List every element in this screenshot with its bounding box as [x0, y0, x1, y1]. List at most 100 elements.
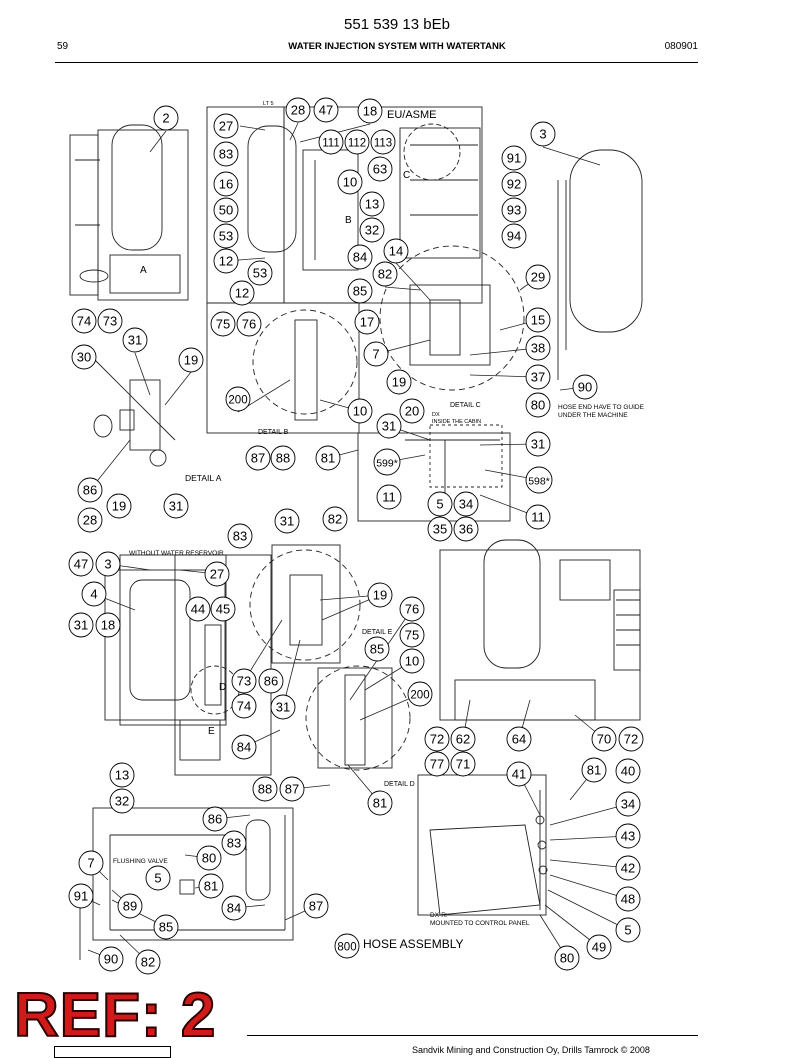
- drawing-labels: EU/ASME LT 5 DETAIL A DETAIL B DETAIL C …: [113, 101, 645, 951]
- callout-circle: [77, 507, 103, 533]
- callout-circle: [77, 477, 103, 503]
- callout-36: 36: [453, 516, 479, 542]
- callout-74: 74: [71, 308, 97, 334]
- callout-27: 27: [204, 561, 230, 587]
- leader-line: [384, 286, 421, 291]
- callout-number: 27: [219, 119, 233, 134]
- callout-circle: [95, 612, 121, 638]
- callout-number: 113: [374, 138, 392, 150]
- callout-circle: [318, 129, 344, 155]
- callout-number: 38: [531, 341, 545, 356]
- callout-number: 92: [507, 177, 521, 192]
- callout-number: 4: [90, 587, 97, 602]
- callout-number: 90: [104, 952, 118, 967]
- callout-number: 75: [216, 317, 230, 332]
- callout-number: 93: [507, 203, 521, 218]
- leader-line: [164, 371, 192, 406]
- callout-circle: [210, 311, 236, 337]
- leader-line: [549, 803, 629, 826]
- callout-41: 41: [506, 761, 532, 787]
- callout-circle: [231, 693, 257, 719]
- callout-circle: [344, 129, 370, 155]
- callout-5: 5: [615, 917, 641, 943]
- callout-42: 42: [615, 855, 641, 881]
- callout-circle: [525, 392, 551, 418]
- callout-number: 12: [235, 286, 249, 301]
- callout-circle: [501, 197, 527, 223]
- callout-number: 28: [83, 513, 97, 528]
- callout-11: 11: [525, 504, 551, 530]
- callout-7: 7: [78, 850, 104, 876]
- callout-number: 31: [276, 700, 290, 715]
- letter-c: C: [403, 170, 410, 181]
- callout-circle: [453, 516, 479, 542]
- callout-circle: [615, 758, 641, 784]
- callout-18: 18: [95, 612, 121, 638]
- callout-number: 31: [169, 499, 183, 514]
- callout-83: 83: [213, 141, 239, 167]
- callout-113: 113: [370, 129, 396, 155]
- letter-a: A: [140, 265, 147, 276]
- callout-31: 31: [274, 508, 300, 534]
- callout-80: 80: [554, 945, 580, 971]
- callout-number: 11: [382, 490, 396, 505]
- callout-74: 74: [231, 693, 257, 719]
- callout-number: 87: [309, 899, 323, 914]
- callout-32: 32: [359, 217, 385, 243]
- callout-31: 31: [163, 493, 189, 519]
- detail-c-label: DETAIL C: [450, 402, 481, 409]
- letter-d: D: [219, 682, 226, 693]
- callout-number: 71: [456, 757, 470, 772]
- callout-circle: [68, 612, 94, 638]
- callout-circle: [359, 217, 385, 243]
- callout-2: 2: [153, 105, 179, 131]
- callout-number: 31: [74, 618, 88, 633]
- callout-circle: [506, 761, 532, 787]
- callout-number: 10: [353, 404, 367, 419]
- callout-91: 91: [501, 145, 527, 171]
- callout-circle: [122, 327, 148, 353]
- callout-87: 87: [303, 893, 329, 919]
- callout-circle: [586, 934, 612, 960]
- callout-number: 75: [405, 628, 419, 643]
- callout-number: 91: [507, 151, 521, 166]
- callout-circle: [367, 156, 393, 182]
- callout-62: 62: [450, 726, 476, 752]
- callout-111: 111: [318, 129, 344, 155]
- footer-copyright: Sandvik Mining and Construction Oy, Dril…: [412, 1045, 650, 1055]
- callout-83: 83: [227, 523, 253, 549]
- callout-86: 86: [202, 806, 228, 832]
- callout-number: 85: [159, 920, 173, 935]
- leader-line: [549, 835, 629, 841]
- callout-circle: [252, 776, 278, 802]
- callout-number: 14: [389, 244, 403, 259]
- callout-40: 40: [615, 758, 641, 784]
- callout-85: 85: [153, 914, 179, 940]
- callout-number: 76: [242, 317, 256, 332]
- callout-circle: [450, 726, 476, 752]
- callout-3: 3: [95, 551, 121, 577]
- callout-circle: [373, 448, 401, 476]
- callout-number: 91: [74, 889, 88, 904]
- callout-circle: [347, 278, 373, 304]
- callout-circle: [376, 484, 402, 510]
- callout-circle: [615, 917, 641, 943]
- callout-number: 31: [128, 333, 142, 348]
- callout-circle: [525, 335, 551, 361]
- callout-circle: [357, 98, 383, 124]
- callout-63: 63: [367, 156, 393, 182]
- callout-number: 19: [392, 375, 406, 390]
- callout-number: 87: [251, 451, 265, 466]
- callout-31: 31: [525, 431, 551, 457]
- callout-circle: [213, 223, 239, 249]
- callout-number: 3: [104, 557, 111, 572]
- callout-circle: [525, 504, 551, 530]
- callout-number: 12: [219, 254, 233, 269]
- callout-number: 72: [430, 732, 444, 747]
- callout-number: 16: [219, 177, 233, 192]
- callout-circle: [427, 491, 453, 517]
- page-number: 59: [57, 41, 69, 52]
- callout-number: 72: [624, 732, 638, 747]
- callout-number: 88: [276, 451, 290, 466]
- header-rule: [55, 62, 698, 63]
